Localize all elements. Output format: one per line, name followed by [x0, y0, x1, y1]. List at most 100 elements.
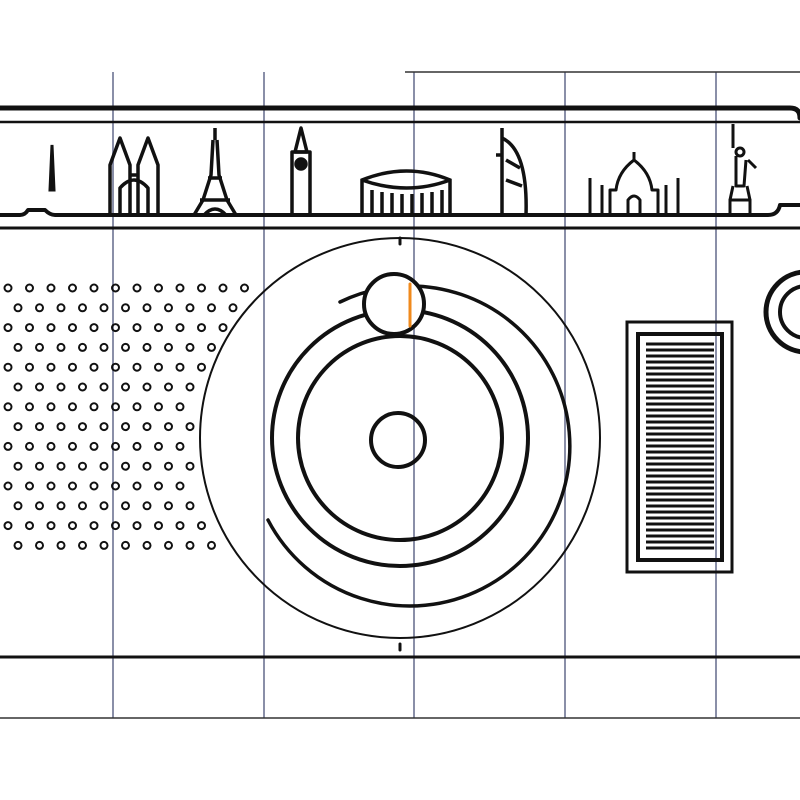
grille-dot [35, 461, 44, 471]
grille-dot [3, 362, 13, 372]
grille-dot [164, 540, 173, 550]
grille-dot [132, 362, 142, 372]
grille-dot [175, 402, 185, 412]
grille-dot [142, 422, 152, 432]
grille-dot [164, 422, 173, 432]
grille-dot [111, 362, 120, 372]
grille-dot [78, 461, 87, 471]
grille-dot [132, 441, 142, 451]
grille-dot [3, 283, 13, 293]
grille-dot [121, 342, 130, 352]
grille-dot [3, 323, 13, 333]
grille-dot [154, 402, 163, 412]
grille-dot [207, 540, 216, 550]
grille-dot [68, 362, 77, 372]
grille-dot [68, 323, 77, 333]
grille-dot [154, 441, 163, 451]
grille-dot [164, 303, 173, 313]
grille-dot [164, 461, 173, 471]
grille-dot [25, 362, 34, 372]
grille-dot [13, 501, 23, 511]
grille-dot [3, 481, 13, 491]
grille-dot [197, 323, 206, 333]
grille-dot [56, 501, 66, 511]
grille-dot [99, 461, 109, 471]
grille-dot [207, 303, 216, 313]
grille-dot [68, 441, 77, 451]
grille-dot [164, 501, 173, 511]
grille-dot [132, 402, 142, 412]
grille-dot [68, 402, 77, 412]
cathedral-spires-icon [108, 136, 160, 215]
grille-dot [35, 342, 44, 352]
grille-dot [56, 422, 66, 432]
grille-dot [56, 342, 66, 352]
grille-dot [89, 441, 99, 451]
grille-dot [46, 362, 56, 372]
lens-center [369, 411, 427, 469]
grille-dot [185, 382, 195, 392]
big-ben-icon [290, 126, 312, 217]
grille-dot [132, 481, 142, 491]
grille-dot [13, 422, 23, 432]
grille-dot [35, 501, 44, 511]
grille-dot [142, 303, 152, 313]
grille-dot [99, 382, 109, 392]
lens-inner-ring [296, 334, 504, 542]
lens-assembly [199, 236, 601, 652]
grille-dot [164, 342, 173, 352]
grille-dot [89, 362, 99, 372]
grille-dot [99, 303, 109, 313]
viewfinder-slats [646, 342, 714, 550]
grille-dot [121, 303, 130, 313]
side-knob [763, 269, 800, 355]
grille-dot [25, 402, 34, 412]
grille-dot [142, 501, 152, 511]
grille-dot [89, 521, 99, 531]
grille-dot [78, 382, 87, 392]
grille-dot [46, 481, 56, 491]
grille-dot [185, 342, 195, 352]
grille-dot [56, 303, 66, 313]
grille-dot [111, 481, 120, 491]
grille-dot [68, 521, 77, 531]
grille-dot [111, 323, 120, 333]
grille-dot [111, 441, 120, 451]
grille-dot [89, 283, 99, 293]
grille-dot [46, 441, 56, 451]
grille-dot [142, 540, 152, 550]
grille-dot [175, 481, 185, 491]
grille-dot [142, 461, 152, 471]
grille-dot [99, 422, 109, 432]
grille-dot [13, 342, 23, 352]
grille-dot [218, 283, 228, 293]
grille-dot [164, 382, 173, 392]
grille-dot [3, 521, 13, 531]
grille-dot [99, 540, 109, 550]
grille-dot [207, 342, 216, 352]
grille-dot [175, 521, 185, 531]
grille-dot [132, 323, 142, 333]
grille-dot [68, 481, 77, 491]
grille-dot [13, 382, 23, 392]
grille-dot [35, 382, 44, 392]
grille-dot [35, 422, 44, 432]
grille-dot [46, 323, 56, 333]
grille-dot [154, 362, 163, 372]
viewfinder-frame [625, 320, 734, 574]
grille-dot [111, 283, 120, 293]
grille-dot [121, 382, 130, 392]
grille-dot [111, 402, 120, 412]
grille-dot [185, 501, 195, 511]
grille-dot [154, 521, 163, 531]
grille-dot [121, 540, 130, 550]
grille-dot [89, 481, 99, 491]
viewfinder-window [636, 332, 724, 562]
grille-dot [132, 283, 142, 293]
grille-dot [68, 283, 77, 293]
grille-dot [121, 501, 130, 511]
grille-dot [197, 521, 206, 531]
eiffel-tower-icon [192, 128, 238, 217]
grille-dot [25, 481, 34, 491]
